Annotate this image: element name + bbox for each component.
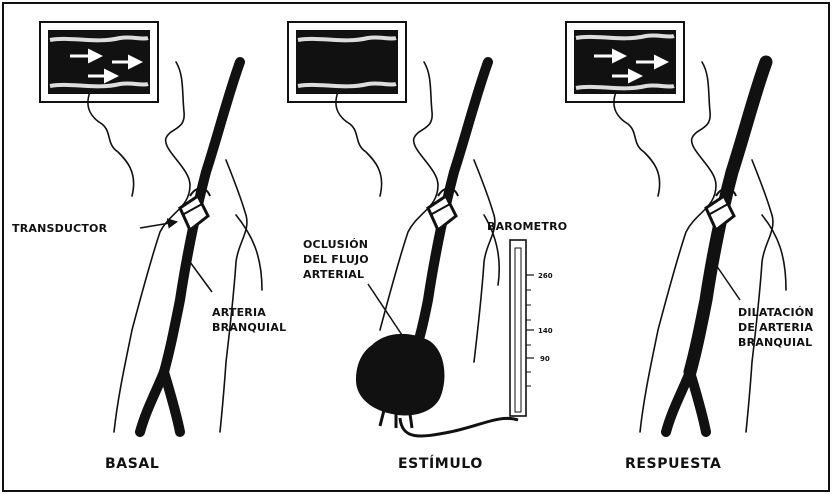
occlusion-label-line2: DEL FLUJO [303,253,369,266]
occlusion-label-line1: OCLUSIÓN [303,238,368,251]
ultrasound-monitor-respuesta [566,22,684,102]
dilation-label-line3: BRANQUIAL [738,336,812,349]
artery-pointer [190,262,212,292]
transducer-basal [180,189,210,231]
scale-tick-140: 140 [538,327,553,335]
arteria-label-line2: BRANQUIAL [212,321,286,334]
ultrasound-monitor-basal [40,22,158,102]
caption-estimulo: ESTÍMULO [398,455,483,472]
caption-respuesta: RESPUESTA [625,456,721,472]
cuff-hose [400,418,518,436]
barometer [510,240,534,416]
occlusion-cuff [356,334,444,428]
transductor-label: TRANSDUCTOR [12,222,108,235]
ultrasound-monitor-estimulo [288,22,406,102]
occlusion-pointer [368,284,402,335]
arm-outline-basal [88,62,262,432]
dilation-label-line1: DILATACIÓN [738,306,814,319]
arteria-label-line1: ARTERIA [212,306,266,319]
barometro-label: BAROMETRO [487,220,567,233]
dilation-label-line2: DE ARTERIA [738,321,813,334]
panel-basal: TRANSDUCTOR ARTERIA BRANQUIAL BASAL [12,22,286,472]
caption-basal: BASAL [105,456,159,472]
scale-tick-260: 260 [538,272,553,280]
transductor-pointer [140,222,176,228]
dilation-pointer [714,262,740,300]
arm-outline-respuesta [614,62,786,432]
panel-estimulo: 260 140 90 BAROMETRO OCLUSIÓN DEL FLUJO … [288,22,567,472]
panel-respuesta: DILATACIÓN DE ARTERIA BRANQUIAL RESPUEST… [566,22,814,472]
scale-tick-90: 90 [540,355,550,363]
occlusion-label-line3: ARTERIAL [303,268,364,281]
transducer-estimulo [428,189,458,231]
